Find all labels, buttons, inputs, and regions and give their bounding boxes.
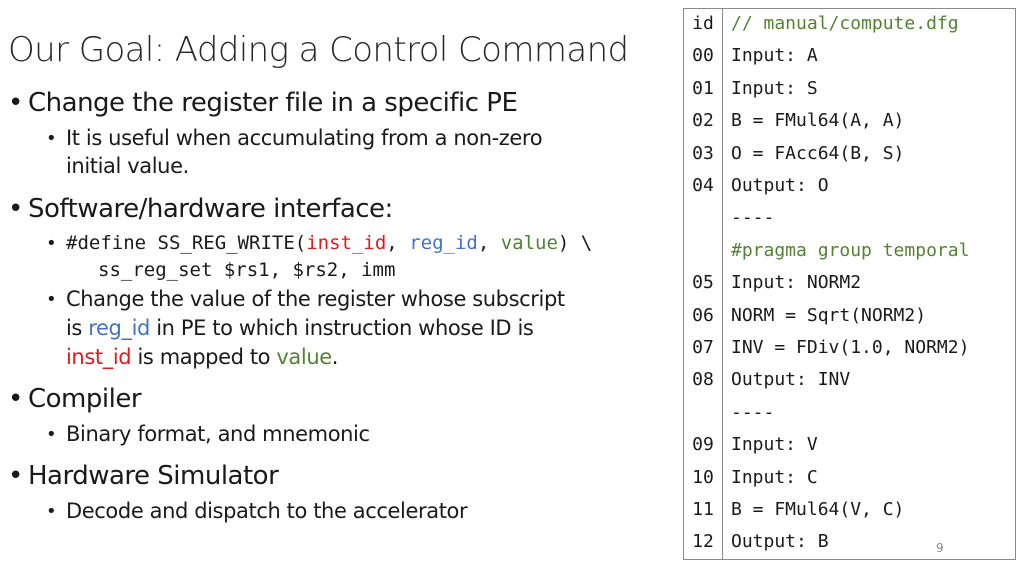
table-row: 02 B = FMul64(A, A) — [684, 106, 1015, 138]
row-code: #pragma group temporal — [731, 239, 970, 261]
table-row: ---- — [684, 203, 1015, 235]
header-filename-comment: // manual/compute.dfg — [731, 13, 959, 34]
bullet-icon: • — [46, 501, 57, 522]
slide-title: Our Goal: Adding a Control Command — [8, 30, 629, 70]
table-row: 12 Output: B — [684, 527, 1015, 559]
bullet-icon: • — [8, 194, 23, 224]
row-code: Output: B — [731, 531, 829, 553]
row-id: 09 — [692, 434, 714, 456]
bullet-icon: • — [46, 233, 57, 254]
inst-id-text: inst_id — [66, 345, 132, 369]
row-id: 05 — [692, 272, 714, 294]
row-code: Input: S — [731, 77, 818, 99]
row-id: 00 — [692, 45, 714, 67]
subbullet-accumulating-cont: initial value. — [66, 154, 189, 178]
row-code: Input: A — [731, 45, 818, 67]
row-code: O = FAcc64(B, S) — [731, 142, 905, 164]
row-id: 02 — [692, 110, 714, 132]
bullet-icon: • — [46, 424, 57, 445]
value-text: value — [276, 345, 332, 369]
row-code: B = FMul64(A, A) — [731, 110, 905, 132]
row-id: 07 — [692, 337, 714, 358]
row-code: INV = FDiv(1.0, NORM2) — [731, 337, 970, 358]
row-id: 08 — [692, 369, 714, 391]
row-code: NORM = Sqrt(NORM2) — [731, 304, 927, 326]
bullet-icon: • — [8, 88, 23, 118]
page-number: 9 — [936, 541, 944, 555]
define-line2: ss_reg_set $rs1, $rs2, imm — [98, 259, 396, 281]
table-row: 09 Input: V — [684, 430, 1015, 462]
table-row: 07 INV = FDiv(1.0, NORM2) — [684, 333, 1015, 365]
define-suffix: ) \ — [557, 232, 593, 254]
row-id: 03 — [692, 142, 714, 164]
bullet-icon: • — [8, 461, 23, 491]
define-value: value — [500, 232, 558, 254]
table-row: 11 B = FMul64(V, C) — [684, 495, 1015, 527]
row-id: 01 — [692, 77, 714, 99]
table-header-row: id // manual/compute.dfg — [684, 9, 1015, 41]
define-inst-id: inst_id — [306, 232, 387, 254]
define-prefix: #define SS_REG_WRITE( — [66, 232, 307, 254]
change-value-line3: inst_id is mapped to value. — [66, 345, 339, 369]
table-row: 05 Input: NORM2 — [684, 268, 1015, 300]
row-code: ---- — [731, 207, 775, 229]
bullet-icon: • — [46, 128, 57, 149]
row-id: 06 — [692, 304, 714, 326]
bullet-icon: • — [8, 384, 23, 414]
row-code: Output: INV — [731, 369, 851, 391]
row-id: 12 — [692, 531, 714, 553]
define-reg-id: reg_id — [409, 232, 478, 254]
table-row: ---- — [684, 398, 1015, 430]
row-code: Input: C — [731, 466, 818, 488]
row-code: Output: O — [731, 175, 829, 196]
row-code: B = FMul64(V, C) — [731, 499, 905, 520]
row-code: ---- — [731, 401, 775, 423]
define-sep1: , — [386, 232, 410, 254]
table-row: 08 Output: INV — [684, 365, 1015, 397]
define-sep2: , — [477, 232, 501, 254]
row-code: Input: NORM2 — [731, 272, 862, 294]
table-column-divider — [722, 9, 723, 559]
row-code: Input: V — [731, 434, 818, 456]
table-row: 00 Input: A — [684, 41, 1015, 73]
change-value-line2: is reg_id in PE to which instruction who… — [66, 316, 534, 340]
table-row: 03 O = FAcc64(B, S) — [684, 139, 1015, 171]
bullet-icon: • — [46, 289, 57, 310]
reg-id-text: reg_id — [88, 316, 150, 340]
row-id: 04 — [692, 175, 714, 196]
table-row: #pragma group temporal — [684, 236, 1015, 268]
bullet-list: • Change the register file in a specific… — [8, 88, 593, 523]
table-row: 10 Input: C — [684, 463, 1015, 495]
header-id: id — [692, 13, 714, 34]
row-id: 11 — [692, 499, 714, 520]
table-row: 04 Output: O — [684, 171, 1015, 203]
row-id: 10 — [692, 466, 714, 488]
table-row: 01 Input: S — [684, 74, 1015, 106]
table-row: 06 NORM = Sqrt(NORM2) — [684, 301, 1015, 333]
